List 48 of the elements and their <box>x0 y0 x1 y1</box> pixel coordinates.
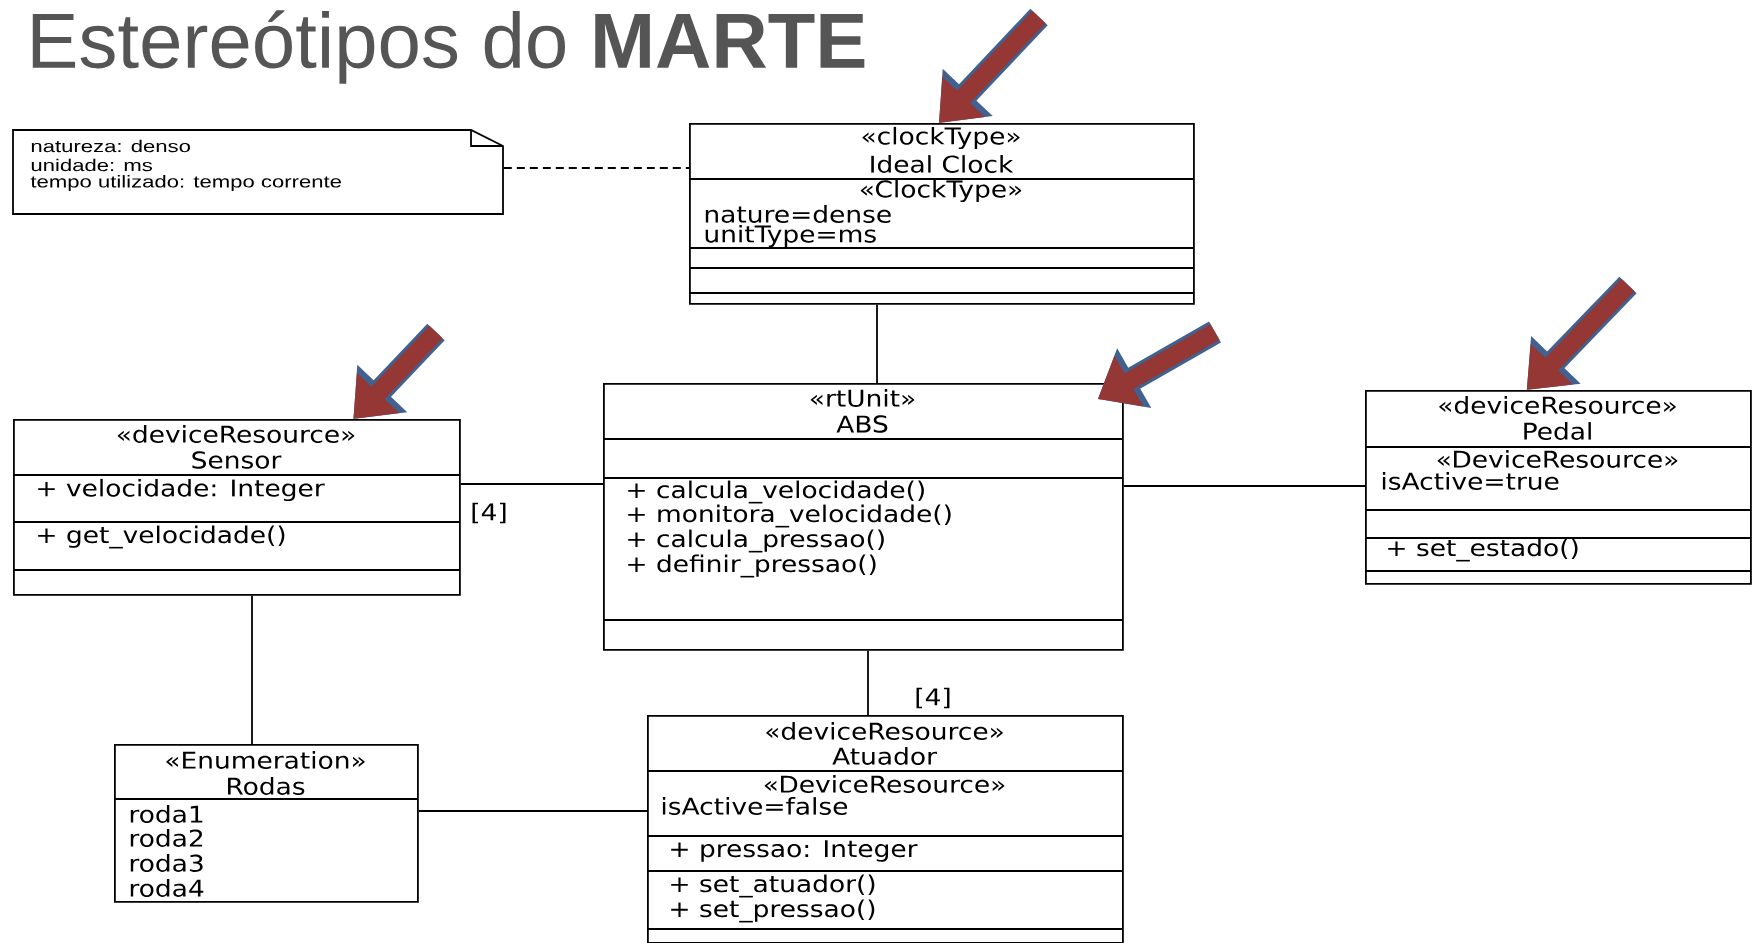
operation-text: + calcula_pressao() <box>628 529 884 553</box>
class-name: Ideal Clock <box>871 155 1014 173</box>
association-line <box>876 303 878 384</box>
association-line <box>251 594 253 745</box>
stereotype-label: «DeviceResource» <box>1437 450 1678 468</box>
attribute-text: + velocidade: Integer <box>38 478 325 502</box>
stereotype-label: «deviceResource» <box>117 425 355 443</box>
operation-text: + set_atuador() <box>671 874 875 898</box>
operation-text: + monitora_velocidade() <box>628 504 951 528</box>
operation-text: + set_pressao() <box>671 899 875 923</box>
class-name: Pedal <box>1524 422 1591 440</box>
attribute-text: isActive=true <box>1382 472 1559 490</box>
multiplicity-label: [4] <box>912 685 954 711</box>
literal-text: roda2 <box>130 829 203 847</box>
association-line <box>867 649 869 716</box>
note-text: tempo utilizado: tempo corrente <box>30 175 341 191</box>
attribute-text: nature=dense <box>705 205 891 223</box>
association-line <box>417 810 648 812</box>
class-name: Rodas <box>228 777 305 795</box>
stereotype-label: «Enumeration» <box>166 751 365 769</box>
stereotype-label: «rtUnit» <box>810 389 915 407</box>
stereotype-label: «deviceResource» <box>766 722 1003 740</box>
stereotype-label: «deviceResource» <box>1439 396 1676 414</box>
stereotype-label: «ClockType» <box>860 179 1022 203</box>
literal-text: roda3 <box>130 854 203 872</box>
association-line <box>1122 485 1366 487</box>
association-line <box>459 483 604 485</box>
class-name: Sensor <box>192 451 282 469</box>
literal-text: roda1 <box>130 805 203 823</box>
note-text: unidade: ms <box>31 158 152 172</box>
attribute-text: isActive=false <box>662 797 848 815</box>
attribute-text: + pressao: Integer <box>671 840 918 862</box>
note-text: natureza: denso <box>31 139 190 153</box>
operation-text: + set_estado() <box>1388 538 1578 562</box>
operation-text: + definir_pressao() <box>628 554 876 578</box>
class-name: ABS <box>836 415 888 433</box>
operation-text: + get_velocidade() <box>38 525 285 549</box>
literal-text: roda4 <box>130 879 204 897</box>
title: Estereótipos do MARTE <box>32 10 865 84</box>
arrow <box>939 8 1048 123</box>
multiplicity-label: [4] <box>468 500 510 526</box>
stereotype-label: «DeviceResource» <box>764 775 1005 793</box>
attribute-text: unitType=ms <box>705 224 876 248</box>
operation-text: + calcula_velocidade() <box>628 480 924 504</box>
class-name: Atuador <box>832 747 937 765</box>
stereotype-label: «clockType» <box>862 126 1020 150</box>
arrow <box>353 323 445 419</box>
dashed-line <box>502 167 690 169</box>
